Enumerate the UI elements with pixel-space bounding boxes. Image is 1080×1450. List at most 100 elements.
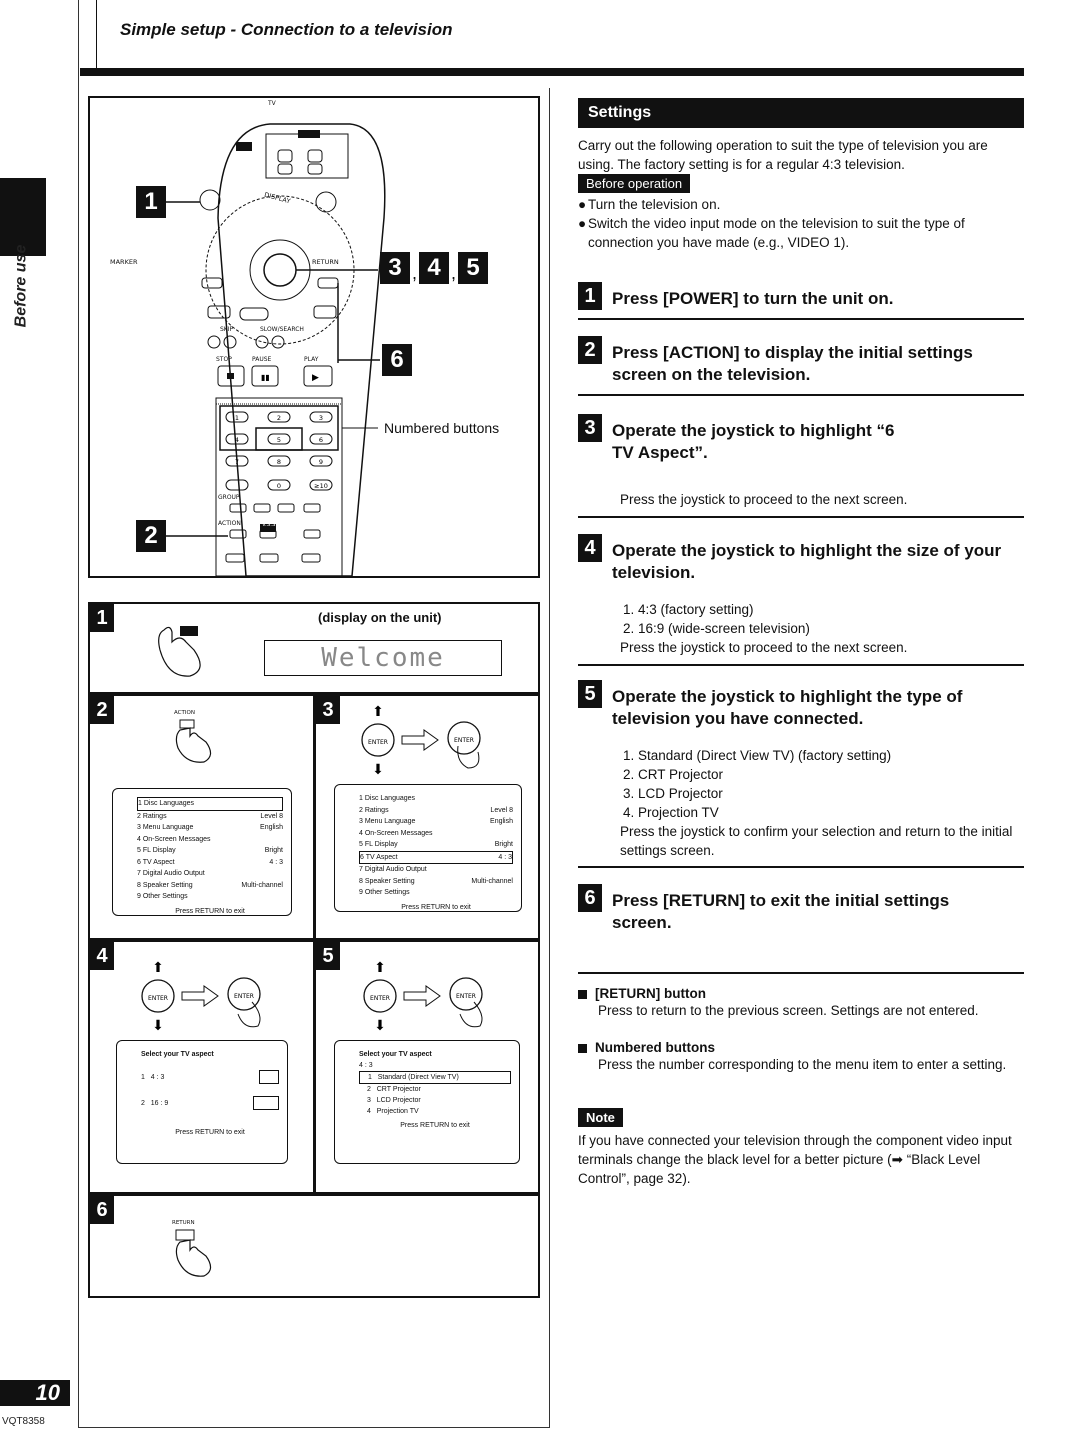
action-key-label: ACTION: [218, 520, 241, 527]
step-divider: [578, 866, 1024, 868]
display-on-unit-caption: (display on the unit): [318, 610, 442, 625]
tv-type-option: 3 LCD Projector: [367, 1097, 421, 1104]
menu-item: 7 Digital Audio Output: [137, 870, 205, 877]
before-operation-item: Turn the television on.: [588, 197, 721, 212]
before-operation-item: Switch the video input mode on the telev…: [588, 216, 965, 250]
page-header-title: Simple setup - Connection to a televisio…: [120, 20, 453, 39]
step-note: Press the joystick to proceed to the nex…: [620, 492, 908, 507]
tv-type-option: 2 CRT Projector: [367, 1086, 421, 1093]
svg-text:⬆: ⬆: [152, 959, 164, 975]
svg-text:▮▮: ▮▮: [261, 373, 270, 382]
step-5-panel: 5 ⬆ ENTER ⬇ ENTER Select your TV aspect …: [314, 940, 540, 1194]
settings-section-title: Settings: [578, 98, 1024, 128]
svg-text:2: 2: [277, 414, 281, 422]
menu-item: 9 Other Settings: [137, 893, 188, 900]
tv-key-label: TV: [268, 100, 276, 107]
tv-type-option: 4 Projection TV: [367, 1108, 419, 1115]
svg-text:ENTER: ENTER: [148, 995, 168, 1002]
instruction-step-3: 3 Operate the joystick to highlight “6 T…: [578, 414, 1024, 464]
note-text: If you have connected your television th…: [578, 1133, 1012, 1186]
list-item: LCD Projector: [638, 784, 1024, 803]
unit-display-readout: Welcome: [264, 640, 502, 676]
step-number-badge: 6: [578, 884, 602, 912]
pause-key-label: PAUSE: [252, 356, 272, 363]
step-1-panel: 1 (display on the unit) Welcome: [88, 602, 540, 694]
numbered-buttons-note: Numbered buttons Press the number corres…: [578, 1040, 1024, 1074]
step-divider: [578, 394, 1024, 396]
joystick-right-diagram: ⬆ ENTER ⬇ ENTER: [363, 959, 483, 1033]
step-6-panel: 6 RETURN: [88, 1194, 540, 1298]
numbered-buttons-label: Numbered buttons: [384, 420, 500, 436]
skip-key-label: SKIP: [220, 326, 234, 333]
step-divider: [578, 516, 1024, 518]
step-6-badge: 6: [90, 1196, 114, 1224]
section-tab-label: Before use: [12, 244, 30, 328]
callout-step-4: 4: [419, 252, 450, 284]
step-2-badge: 2: [90, 696, 114, 724]
step-3-panel: 3 ⬆ ENTER ⬇ ENTER 1 Disc Languages 2 Rati…: [314, 694, 540, 940]
step-1-badge: 1: [90, 604, 114, 632]
menu-item: 1 Disc Languages: [137, 797, 283, 811]
menu-item: 1 Disc Languages: [359, 795, 416, 802]
return-button-note: [RETURN] button Press to return to the p…: [578, 986, 1024, 1020]
step-3-badge: 3: [316, 696, 340, 724]
callout-step-5: 5: [458, 252, 489, 284]
hand-press-icon: [158, 626, 201, 677]
action-button-label: ACTION: [174, 710, 195, 716]
header-rule: [80, 68, 1024, 76]
svg-text:5: 5: [277, 436, 281, 444]
current-aspect: 4 : 3: [359, 1062, 373, 1069]
aspect-size-list: 4:3 (factory setting) 16:9 (wide-screen …: [620, 600, 1024, 657]
svg-text:0: 0: [277, 482, 281, 490]
joystick-down-diagram: ⬆ ENTER ⬇ ENTER: [361, 703, 481, 777]
step-title: Operate the joystick to highlight “6 TV …: [612, 421, 895, 462]
enter-label: ENTER: [368, 739, 388, 746]
menu-item: 4 On-Screen Messages: [137, 835, 211, 843]
step-title: Press [RETURN] to exit the initial setti…: [612, 891, 950, 932]
tv-type-menu: Select your TV aspect 4 : 3 1 Standard (…: [334, 1040, 520, 1164]
svg-text:7: 7: [235, 458, 239, 466]
svg-text:8: 8: [277, 458, 281, 466]
menu-footer: Press RETURN to exit: [175, 907, 245, 915]
step-number-badge: 1: [578, 282, 602, 310]
step-divider: [578, 972, 1024, 974]
svg-text:≥10: ≥10: [314, 482, 328, 490]
instruction-step-4: 4 Operate the joystick to highlight the …: [578, 534, 1024, 584]
menu-item: 4 On-Screen Messages: [359, 829, 433, 837]
step-4-badge: 4: [90, 942, 114, 970]
return-key-label: RETURN: [312, 258, 339, 266]
step-5-badge: 5: [316, 942, 340, 970]
list-item: CRT Projector: [638, 765, 1024, 784]
tv-aspect-menu: Select your TV aspect 1 4 : 3 2 16 : 9 P…: [116, 1040, 288, 1164]
menu-footer: Press RETURN to exit: [175, 1129, 245, 1136]
tv-type-list: Standard (Direct View TV) (factory setti…: [620, 746, 1024, 860]
joystick-right-diagram: ⬆ ENTER ⬇ ENTER: [141, 959, 261, 1033]
step-note: Press the joystick to proceed to the nex…: [620, 640, 908, 655]
svg-text:9: 9: [319, 458, 323, 466]
hand-press-icon: [175, 719, 212, 763]
svg-text:▶: ▶: [312, 373, 319, 383]
model-number: VQT8358: [2, 1416, 45, 1427]
list-item: 4:3 (factory setting): [638, 600, 1024, 619]
menu-title: Select your TV aspect: [141, 1051, 214, 1058]
before-operation-badge: Before operation: [578, 174, 691, 193]
step-title: Operate the joystick to highlight the ty…: [612, 687, 963, 728]
step-note: Press the joystick to confirm your selec…: [620, 824, 1013, 858]
svg-text:1: 1: [235, 414, 239, 422]
tv-type-option: 1 Standard (Direct View TV): [359, 1071, 511, 1084]
step-number-badge: 5: [578, 680, 602, 708]
list-item: Projection TV: [638, 803, 1024, 822]
